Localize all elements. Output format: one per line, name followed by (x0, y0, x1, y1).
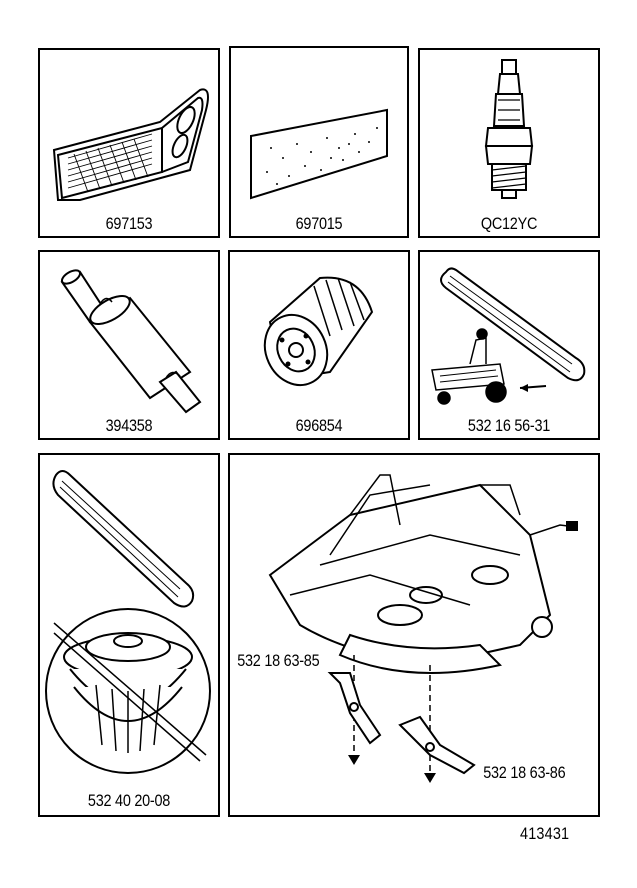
mower-icon (431, 328, 507, 405)
part-number-blade-right: 532 18 63-86 (483, 763, 566, 782)
deck-belt-pulley-illustration (45, 470, 211, 774)
panel-oil-filter: 696854 (228, 250, 410, 440)
air-filter-illustration (52, 88, 209, 201)
blade-right-illustration (398, 715, 476, 775)
part-number-oil-filter: 696854 (295, 416, 343, 435)
panel-drive-belt: 532 16 56-31 (418, 250, 600, 440)
blade-left-illustration (327, 672, 382, 745)
panel-pre-filter: 697015 (229, 46, 409, 238)
part-number-deck-belt-pulley: 532 40 20-08 (87, 791, 171, 810)
drive-belt-illustration (431, 267, 586, 405)
panel-spark-plug: QC12YC (418, 48, 600, 238)
part-number-air-filter: 697153 (105, 214, 153, 233)
part-number-blade-left: 532 18 63-85 (237, 651, 320, 670)
part-number-spark-plug: QC12YC (480, 214, 538, 233)
figure-number: 413431 (520, 824, 570, 843)
panel-fuel-filter: 394358 (38, 250, 220, 440)
pre-filter-illustration (250, 108, 388, 200)
pulley-illustration (45, 608, 211, 774)
mower-deck-illustration (268, 474, 578, 785)
oil-filter-illustration (263, 276, 374, 387)
part-number-drive-belt: 532 16 56-31 (467, 416, 551, 435)
panel-air-filter: 697153 (38, 48, 220, 238)
part-number-pre-filter: 697015 (295, 214, 343, 233)
panel-deck-belt-pulley: 532 40 20-08 (38, 453, 220, 817)
spark-plug-illustration (484, 59, 534, 199)
part-number-fuel-filter: 394358 (105, 416, 153, 435)
fuel-filter-illustration (60, 269, 202, 414)
panel-mower-deck: 532 18 63-85 532 18 63-86 (228, 453, 600, 817)
